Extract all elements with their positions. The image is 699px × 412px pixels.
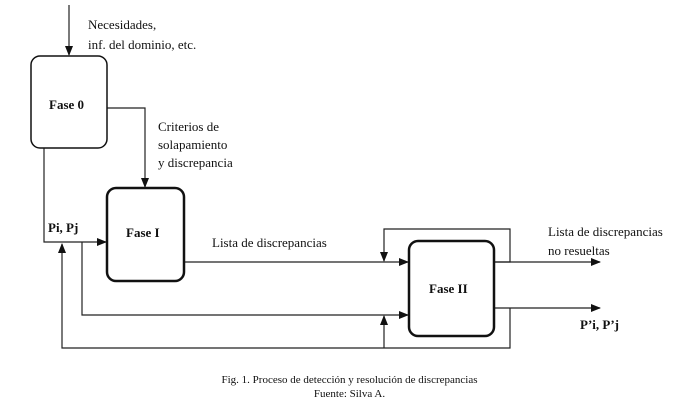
fase1-label: Fase I: [126, 225, 160, 240]
input-label-2: inf. del dominio, etc.: [88, 37, 197, 52]
fase2-label: Fase II: [429, 281, 468, 296]
criteria-arrow: [107, 107, 149, 188]
no-resueltas-label-2: no resueltas: [548, 243, 610, 258]
figure-caption: Fig. 1. Proceso de detección y resolució…: [221, 374, 478, 386]
input-label-1: Necesidades,: [88, 17, 157, 32]
no-resueltas-label-1: Lista de discrepancias: [548, 224, 663, 239]
pi-pj-label: Pi, Pj: [48, 220, 79, 235]
criterios-label-3: y discrepancia: [158, 155, 233, 170]
lista-label: Lista de discrepancias: [212, 235, 327, 250]
figure-source: Fuente: Silva A.: [313, 388, 386, 400]
feedback-bottom-loop: [58, 243, 511, 349]
p-prime-label: P’i, P’j: [580, 317, 619, 332]
fase2-box: [407, 239, 496, 338]
criterios-label-1: Criterios de: [158, 119, 220, 134]
criterios-label-2: solapamiento: [158, 137, 228, 152]
fase0-box: [30, 55, 108, 149]
fase1-box: [105, 186, 186, 283]
pi-pj-to-fase2-arrow: [81, 242, 409, 319]
pi-pj-arrow: [43, 148, 107, 246]
fase0-label: Fase 0: [49, 97, 85, 112]
